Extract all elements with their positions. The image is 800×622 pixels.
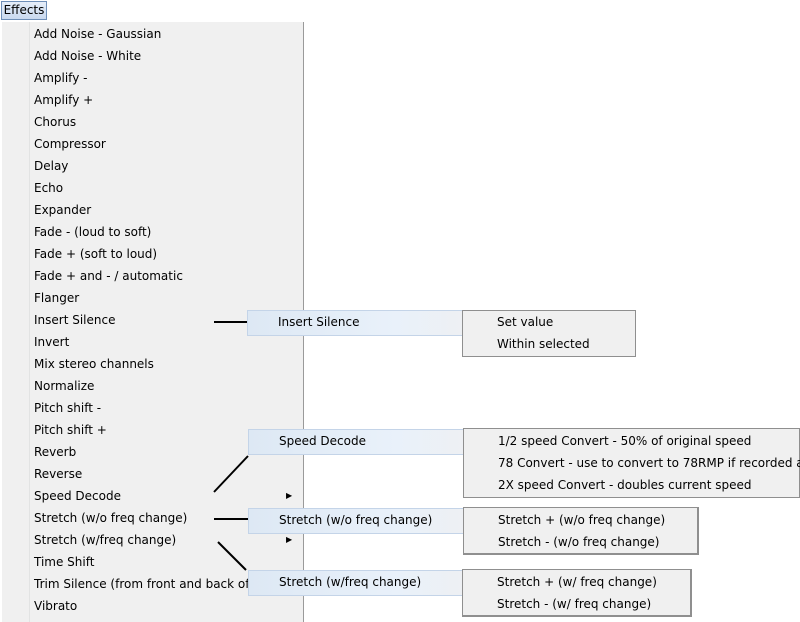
effects-dropdown-menu: Add Noise - Gaussian Add Noise - White A…: [2, 22, 304, 622]
menu-item-pitch-shift-minus[interactable]: Pitch shift -: [34, 401, 102, 415]
flyout-label: Insert Silence: [278, 315, 360, 329]
menu-item-reverb[interactable]: Reverb: [34, 445, 77, 459]
menu-item-vibrato[interactable]: Vibrato: [34, 599, 78, 613]
menu-item-fade-minus[interactable]: Fade - (loud to soft): [34, 225, 152, 239]
menu-item-amplify-minus[interactable]: Amplify -: [34, 71, 88, 85]
submenu-item-stretch-plus-wo[interactable]: Stretch + (w/o freq change): [498, 513, 666, 527]
menu-icon-gutter: [29, 22, 30, 622]
flyout-label: Speed Decode: [279, 434, 366, 448]
menu-item-echo[interactable]: Echo: [34, 181, 64, 195]
flyout-label: Stretch (w/freq change): [279, 575, 422, 589]
effects-menu-button[interactable]: Effects: [1, 1, 47, 20]
submenu-item-half-speed[interactable]: 1/2 speed Convert - 50% of original spee…: [498, 434, 752, 448]
menu-item-add-noise-white[interactable]: Add Noise - White: [34, 49, 142, 63]
submenu-item-stretch-plus-w[interactable]: Stretch + (w/ freq change): [497, 575, 657, 589]
menu-item-speed-decode[interactable]: Speed Decode ▶: [34, 485, 296, 507]
submenu-item-set-value[interactable]: Set value: [497, 315, 554, 329]
connector-speed-decode: [213, 455, 249, 493]
menu-item-label: Speed Decode: [34, 489, 121, 503]
connector-stretch-w: [217, 541, 247, 571]
menu-item-chorus[interactable]: Chorus: [34, 115, 77, 129]
menu-item-time-shift[interactable]: Time Shift: [34, 555, 95, 569]
flyout-label: Stretch (w/o freq change): [279, 513, 433, 527]
submenu-arrow-icon: ▶: [286, 491, 293, 500]
submenu-stretch-w-freq: Stretch + (w/ freq change) Stretch - (w/…: [462, 569, 692, 617]
menu-item-insert-silence[interactable]: Insert Silence: [34, 313, 116, 327]
menu-item-amplify-plus[interactable]: Amplify +: [34, 93, 94, 107]
menu-item-delay[interactable]: Delay: [34, 159, 69, 173]
menu-item-add-noise-gaussian[interactable]: Add Noise - Gaussian: [34, 27, 162, 41]
menu-item-label: Stretch (w/freq change): [34, 533, 177, 547]
menu-item-reverse[interactable]: Reverse: [34, 467, 83, 481]
flyout-stretch-w-freq[interactable]: Stretch (w/freq change) ▶: [248, 570, 496, 596]
submenu-stretch-wo-freq: Stretch + (w/o freq change) Stretch - (w…: [463, 507, 699, 555]
menu-item-invert[interactable]: Invert: [34, 335, 70, 349]
menu-item-trim-silence[interactable]: Trim Silence (from front and back of fil…: [34, 577, 277, 591]
flyout-stretch-wo-freq[interactable]: Stretch (w/o freq change) ▶: [248, 508, 496, 534]
submenu-speed-decode: 1/2 speed Convert - 50% of original spee…: [463, 428, 800, 498]
submenu-item-2x-speed[interactable]: 2X speed Convert - doubles current speed: [498, 478, 752, 492]
menu-item-expander[interactable]: Expander: [34, 203, 92, 217]
menu-item-flanger[interactable]: Flanger: [34, 291, 80, 305]
menu-item-compressor[interactable]: Compressor: [34, 137, 106, 151]
submenu-item-stretch-minus-w[interactable]: Stretch - (w/ freq change): [497, 597, 652, 611]
menu-item-fade-plus[interactable]: Fade + (soft to loud): [34, 247, 158, 261]
submenu-insert-silence: Set value Within selected: [462, 310, 636, 357]
submenu-item-stretch-minus-wo[interactable]: Stretch - (w/o freq change): [498, 535, 660, 549]
submenu-arrow-icon: ▶: [286, 535, 293, 544]
menu-item-stretch-w-freq[interactable]: Stretch (w/freq change) ▶: [34, 529, 296, 551]
menu-item-pitch-shift-plus[interactable]: Pitch shift +: [34, 423, 107, 437]
submenu-item-within-selected[interactable]: Within selected: [497, 337, 590, 351]
flyout-speed-decode[interactable]: Speed Decode ▶: [248, 429, 496, 455]
menu-item-fade-automatic[interactable]: Fade + and - / automatic: [34, 269, 183, 283]
menu-item-stretch-wo-freq[interactable]: Stretch (w/o freq change): [34, 511, 188, 525]
submenu-item-78-convert[interactable]: 78 Convert - use to convert to 78RMP if …: [498, 456, 800, 470]
menu-item-normalize[interactable]: Normalize: [34, 379, 95, 393]
flyout-insert-silence[interactable]: Insert Silence ▶: [247, 310, 495, 336]
menu-item-mix-stereo-channels[interactable]: Mix stereo channels: [34, 357, 154, 371]
